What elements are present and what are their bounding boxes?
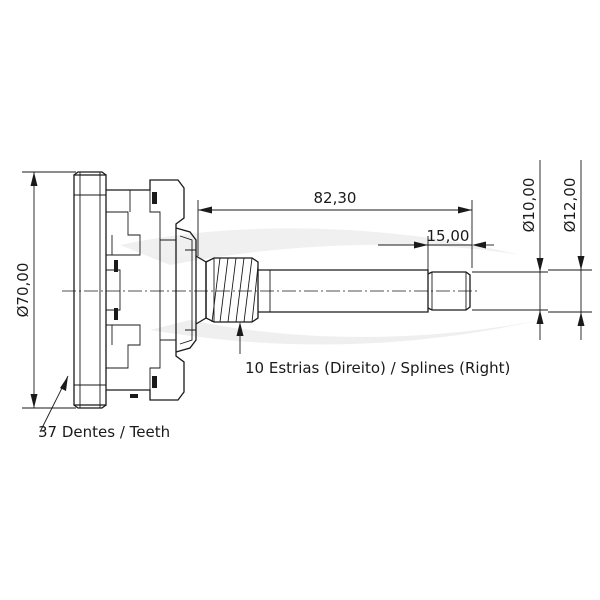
ring-gear-body [73, 171, 107, 409]
dim-tip-diameter: Ø10,00 [472, 160, 548, 340]
dim-shaft-diameter: Ø12,00 [548, 160, 592, 340]
dim-shaft-length: 82,30 [197, 189, 473, 268]
shaft-diameter-label: Ø12,00 [561, 178, 579, 233]
clutch-housing [106, 179, 185, 401]
shaft-length-label: 82,30 [314, 189, 357, 207]
overall-diameter-label: Ø70,00 [14, 263, 32, 318]
dim-overall-diameter: Ø70,00 [14, 171, 76, 409]
splines-label: 10 Estrias (Direito) / Splines (Right) [245, 359, 510, 377]
watermark-swoosh [120, 228, 540, 345]
callout-splines: 10 Estrias (Direito) / Splines (Right) [236, 322, 510, 377]
drive-assembly [62, 171, 480, 409]
dim-tip-length: 15,00 [378, 227, 494, 270]
tip-diameter-label: Ø10,00 [520, 178, 538, 233]
callout-teeth: 37 Dentes / Teeth [38, 375, 170, 441]
tip-length-label: 15,00 [427, 227, 470, 245]
teeth-label: 37 Dentes / Teeth [38, 423, 170, 441]
pinion-gear [205, 257, 259, 323]
